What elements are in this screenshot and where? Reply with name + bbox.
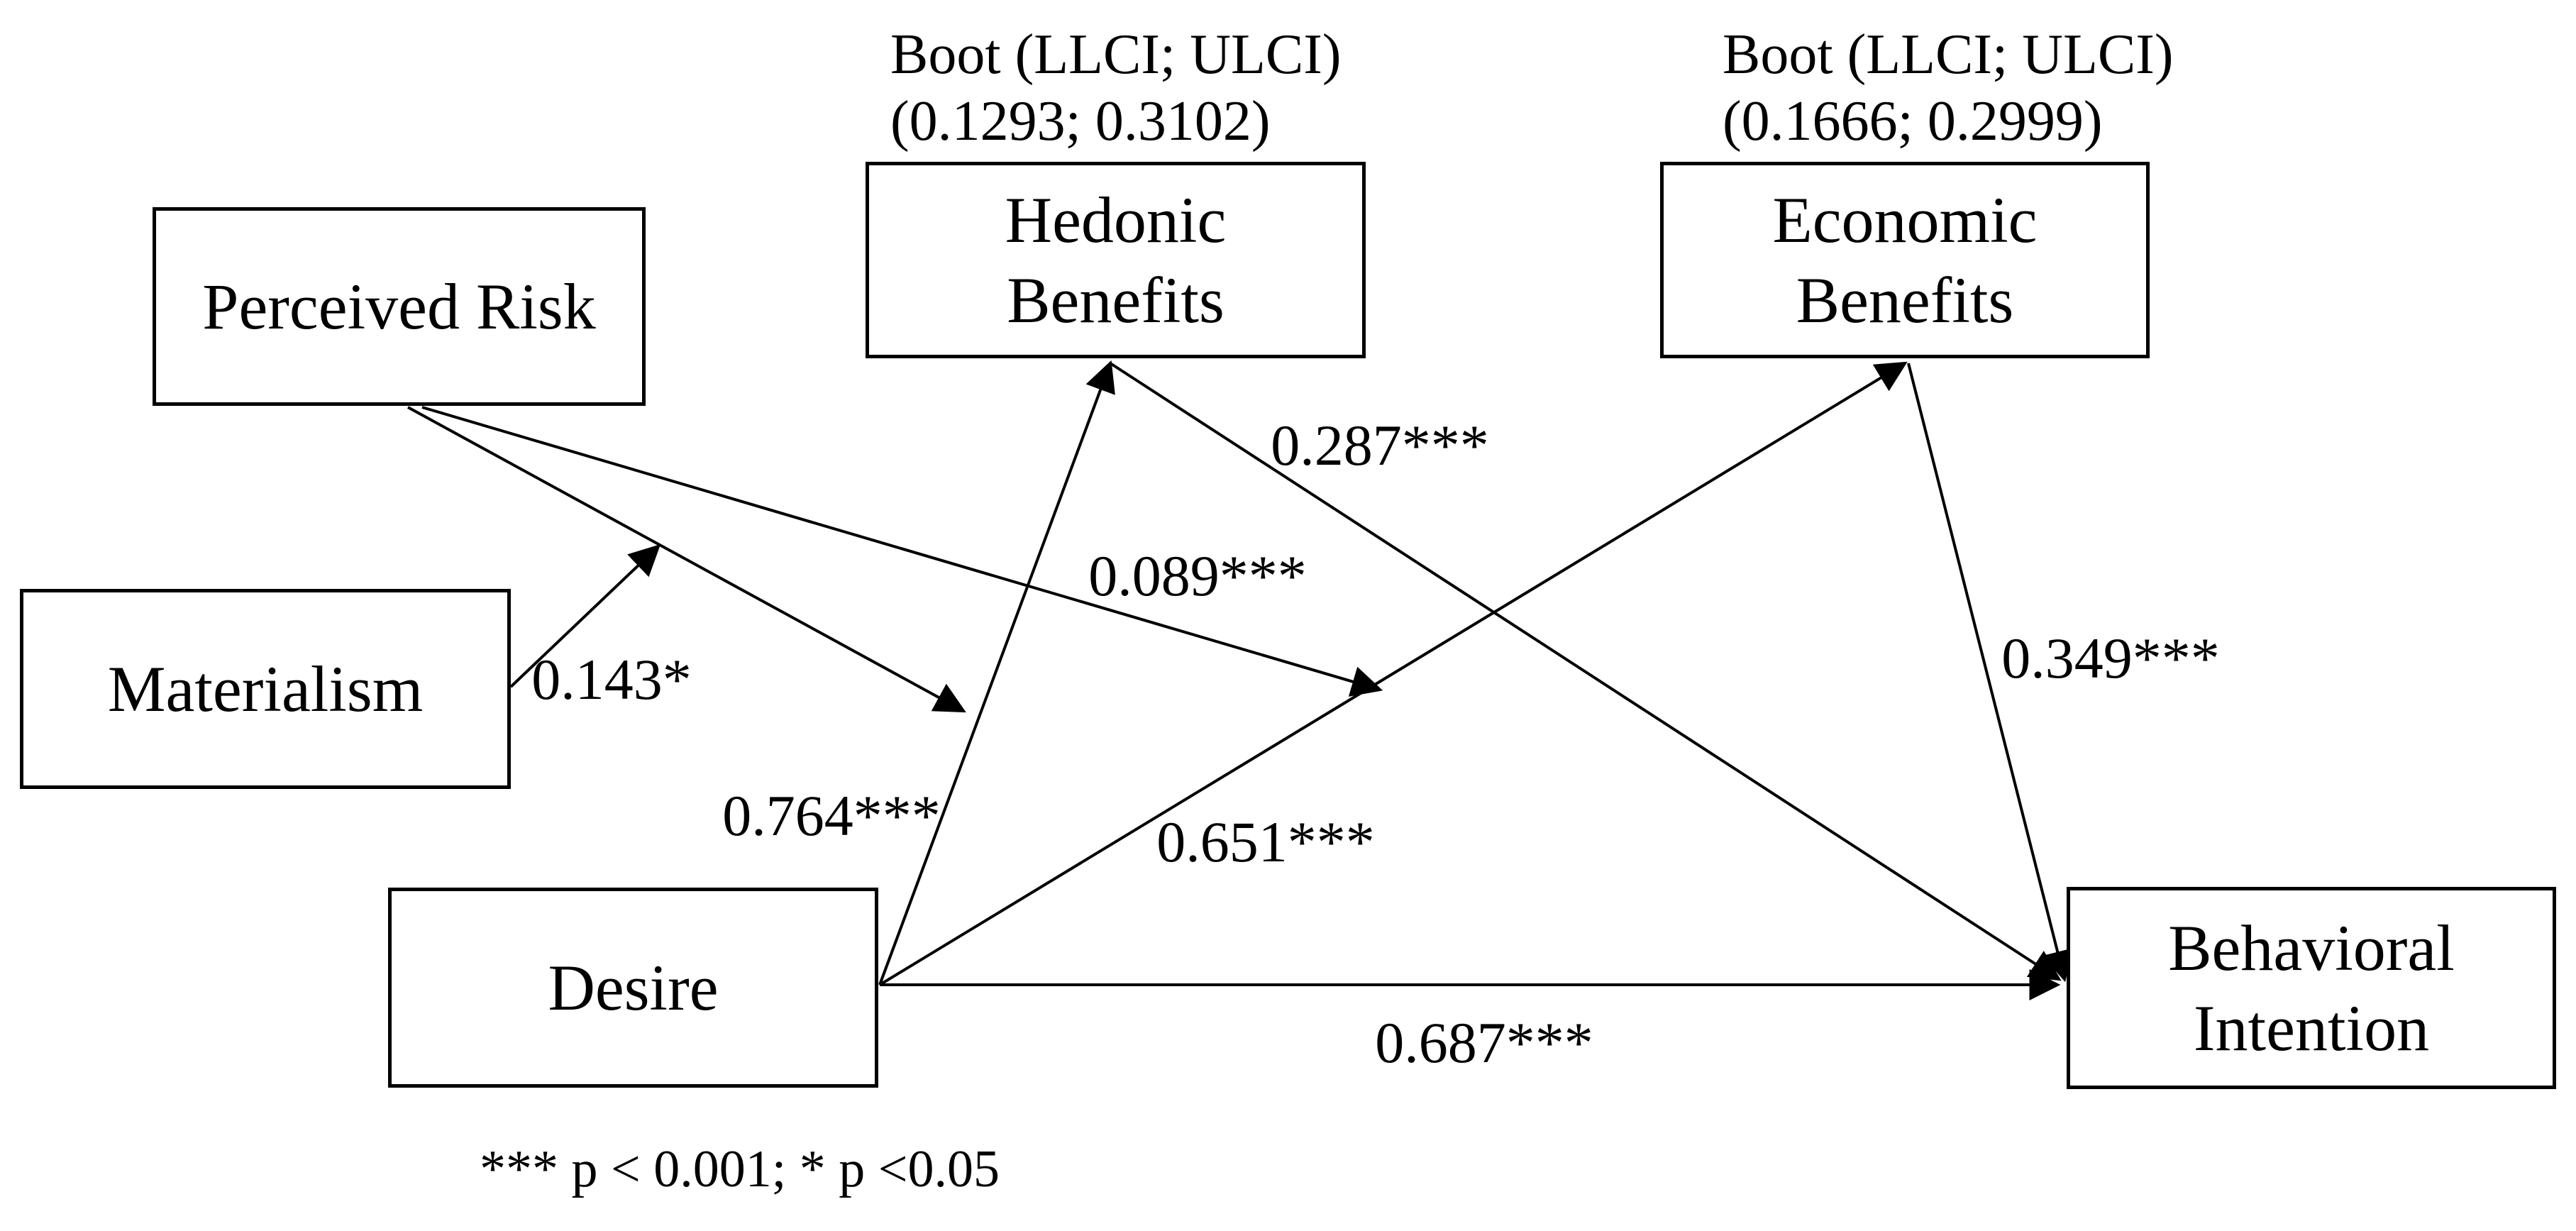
node-hedonic-benefits: Hedonic Benefits [866,162,1366,358]
edge-perceived-risk-to-desire-economic-path [421,406,1383,697]
economic-bootstrap-annotation: Boot (LLCI; ULCI) (0.1666; 0.2999) [1723,21,2173,155]
coefficient-label-economic-benefits-to-behavioral-intention: 0.349*** [2001,626,2220,690]
node-label-materialism: Materialism [107,652,424,725]
node-label-behavioral-intention: Behavioral Intention [2168,912,2455,1064]
edge-desire-to-hedonic-benefits [878,360,1115,986]
edge-materialism-to-perceived-risk-path [509,543,661,688]
hedonic-bootstrap-annotation: Boot (LLCI; ULCI) (0.1293; 0.3102) [890,21,1341,155]
node-label-desire: Desire [548,951,719,1024]
edge-hedonic-benefits-to-behavioral-intention [1109,362,2062,981]
coefficient-label-desire-to-behavioral-intention: 0.687*** [1375,1010,1593,1075]
edge-desire-to-economic-benefits [878,361,1908,986]
coefficient-label-desire-to-economic-benefits: 0.651*** [1156,810,1375,874]
edge-perceived-risk-to-desire-hedonic-path [407,406,966,713]
edge-economic-benefits-to-behavioral-intention [1907,363,2073,983]
coefficient-label-hedonic-benefits-to-behavioral-intention: 0.287*** [1271,413,1489,478]
node-economic-benefits: Economic Benefits [1660,162,2150,358]
economic-bootstrap-annotation-line1: Boot (LLCI; ULCI) [1723,23,2174,86]
node-label-hedonic-benefits: Hedonic Benefits [1005,184,1227,336]
node-label-perceived-risk: Perceived Risk [202,270,596,343]
economic-bootstrap-annotation-line2: (0.1666; 0.2999) [1723,90,2103,153]
hedonic-bootstrap-annotation-line1: Boot (LLCI; ULCI) [890,23,1342,86]
coefficient-label-perceived-risk-to-desire-economic-path: 0.089*** [1088,543,1307,608]
node-desire: Desire [388,888,878,1088]
coefficient-label-desire-to-hedonic-benefits: 0.764*** [722,783,941,848]
node-label-economic-benefits: Economic Benefits [1772,184,2038,336]
node-behavioral-intention: Behavioral Intention [2067,887,2556,1089]
coefficient-label-materialism-to-perceived-risk-path: 0.143* [531,647,692,712]
hedonic-bootstrap-annotation-line2: (0.1293; 0.3102) [890,90,1271,153]
node-materialism: Materialism [20,589,511,789]
significance-footnote: *** p < 0.001; * p <0.05 [480,1140,1000,1198]
node-perceived-risk: Perceived Risk [153,207,646,406]
